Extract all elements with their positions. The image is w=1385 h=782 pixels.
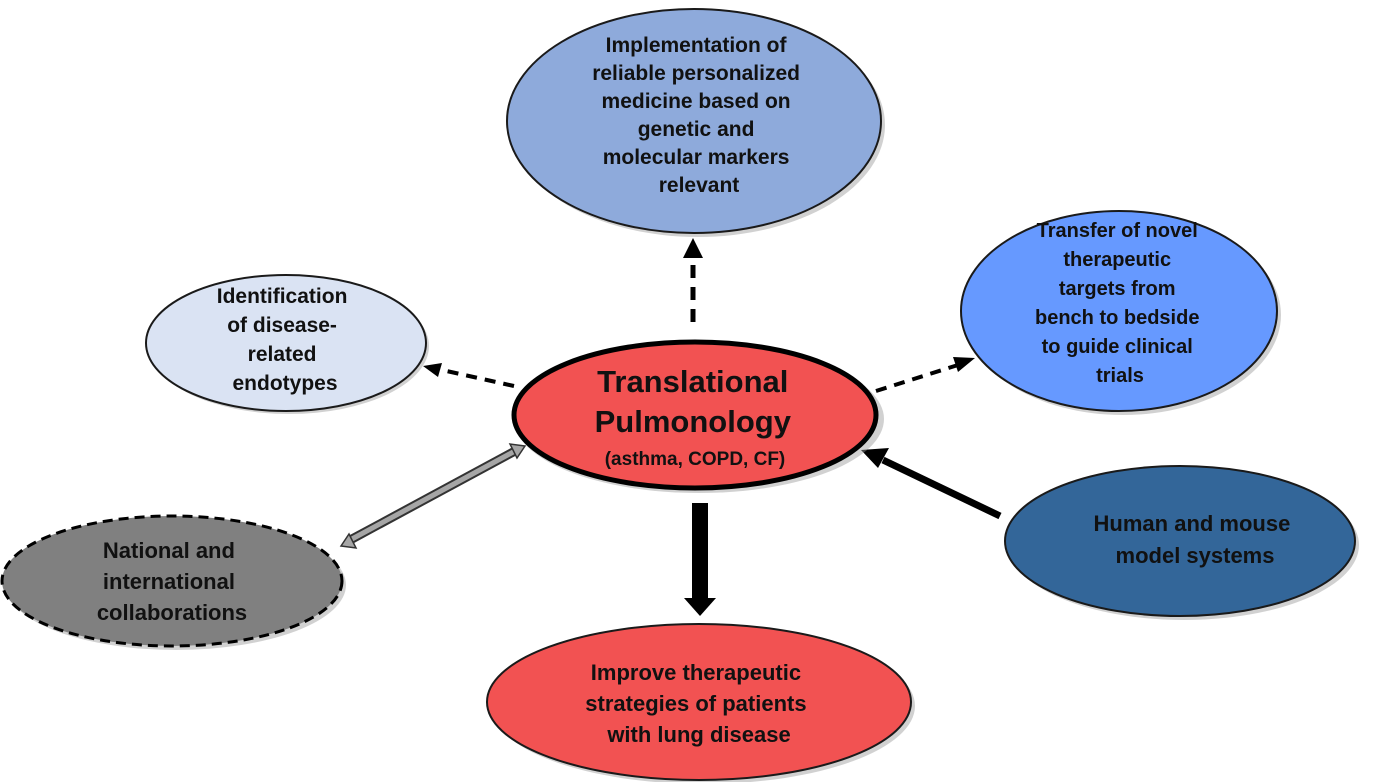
- node-collaborations: National and international collaboration…: [0, 514, 346, 650]
- node-personalized-medicine: Implementation of reliable personalized …: [506, 8, 885, 237]
- node-personalized-medicine-label: Implementation of reliable personalized …: [592, 34, 806, 197]
- node-therapeutic-strategies-shape: [486, 623, 912, 781]
- arrow-center-to-right: [875, 357, 975, 393]
- node-translational-pulmonology: Translational Pulmonology (asthma, COPD,…: [511, 339, 884, 493]
- arrow-models-to-center: [861, 448, 1002, 520]
- node-personalized-medicine-shape: [506, 8, 882, 234]
- node-model-systems-shape: [1004, 465, 1356, 617]
- node-translational-pulmonology-shape: [511, 339, 879, 491]
- arrow-collaborations-center: [339, 443, 527, 549]
- node-therapeutic-targets-label: Transfer of novel therapeutic targets fr…: [1035, 220, 1205, 387]
- node-therapeutic-targets-shape: [960, 210, 1278, 412]
- node-model-systems-label: Human and mouse model systems: [1094, 511, 1297, 568]
- node-endotypes-label: Identification of disease- related endot…: [217, 285, 354, 395]
- node-translational-pulmonology-label: Translational Pulmonology (asthma, COPD,…: [595, 364, 796, 470]
- arrow-center-to-top: [683, 238, 703, 322]
- node-collaborations-shape: [0, 514, 344, 648]
- node-therapeutic-targets: Transfer of novel therapeutic targets fr…: [960, 210, 1281, 415]
- node-model-systems: Human and mouse model systems: [1004, 465, 1359, 620]
- node-therapeutic-strategies-label: Improve therapeutic strategies of patien…: [585, 660, 812, 747]
- node-collaborations-label: National and international collaboration…: [97, 538, 247, 625]
- arrow-center-to-bottom: [684, 503, 716, 616]
- node-endotypes: Identification of disease- related endot…: [145, 274, 429, 414]
- node-therapeutic-strategies: Improve therapeutic strategies of patien…: [486, 623, 915, 782]
- node-endotypes-shape: [145, 274, 427, 412]
- arrow-center-to-left: [423, 363, 515, 388]
